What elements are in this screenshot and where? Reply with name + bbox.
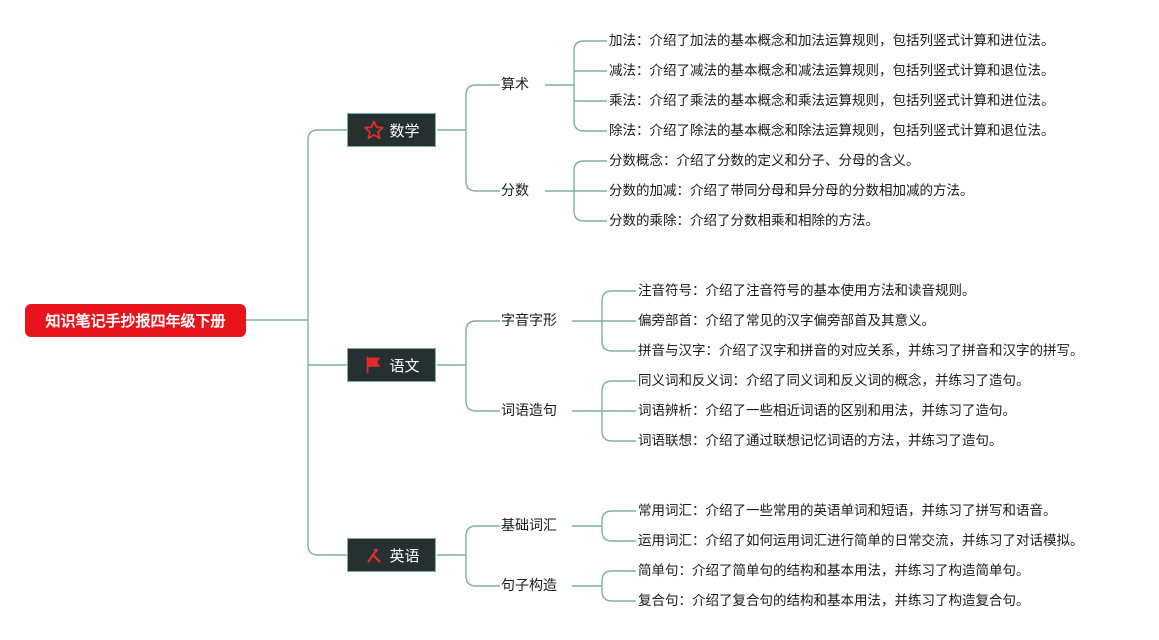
leaf-item[interactable]: 注音符号：介绍了注音符号的基本使用方法和读音规则。 — [638, 283, 976, 299]
topic-arithmetic[interactable]: 算术 — [501, 77, 529, 93]
topic-basic-vocabulary[interactable]: 基础词汇 — [501, 518, 557, 534]
subject-label: 语文 — [389, 356, 420, 375]
leaf-item[interactable]: 分数的加减：介绍了带同分母和异分母的分数相加减的方法。 — [609, 183, 974, 199]
subject-chinese[interactable]: 语文 — [347, 348, 436, 382]
leaf-item[interactable]: 词语联想：介绍了通过联想记忆词语的方法，并练习了造句。 — [638, 433, 1003, 449]
leaf-item[interactable]: 加法：介绍了加法的基本概念和加法运算规则，包括列竖式计算和进位法。 — [609, 33, 1055, 49]
leaf-item[interactable]: 复合句：介绍了复合句的结构和基本用法，并练习了构造复合句。 — [638, 593, 1030, 609]
leaf-item[interactable]: 常用词汇：介绍了一些常用的英语单词和短语，并练习了拼写和语音。 — [638, 503, 1057, 519]
topic-pronunciation-writing[interactable]: 字音字形 — [501, 313, 557, 329]
leaf-item[interactable]: 拼音与汉字：介绍了汉字和拼音的对应关系，并练习了拼音和汉字的拼写。 — [638, 343, 1084, 359]
mindmap-root[interactable]: 知识笔记手抄报四年级下册 — [25, 304, 246, 337]
subject-math[interactable]: 数学 — [347, 113, 436, 147]
topic-fractions[interactable]: 分数 — [501, 183, 529, 199]
leaf-item[interactable]: 乘法：介绍了乘法的基本概念和乘法运算规则，包括列竖式计算和进位法。 — [609, 93, 1055, 109]
star-icon — [364, 120, 385, 140]
leaf-item[interactable]: 同义词和反义词：介绍了同义词和反义词的概念，并练习了造句。 — [638, 373, 1030, 389]
flag-icon — [367, 356, 381, 374]
subject-english[interactable]: 英语 — [347, 538, 436, 572]
subject-label: 英语 — [389, 546, 420, 565]
leaf-item[interactable]: 减法：介绍了减法的基本概念和减法运算规则，包括列竖式计算和退位法。 — [609, 63, 1055, 79]
tools-icon — [367, 548, 382, 563]
leaf-item[interactable]: 分数概念：介绍了分数的定义和分子、分母的含义。 — [609, 153, 920, 169]
leaf-item[interactable]: 词语辨析：介绍了一些相近词语的区别和用法，并练习了造句。 — [638, 403, 1016, 419]
leaf-item[interactable]: 除法：介绍了除法的基本概念和除法运算规则，包括列竖式计算和退位法。 — [609, 123, 1055, 139]
root-label: 知识笔记手抄报四年级下册 — [45, 312, 226, 330]
topic-sentence-structure[interactable]: 句子构造 — [501, 578, 557, 594]
leaf-item[interactable]: 运用词汇：介绍了如何运用词汇进行简单的日常交流，并练习了对话模拟。 — [638, 533, 1084, 549]
leaf-item[interactable]: 简单句：介绍了简单句的结构和基本用法，并练习了构造简单句。 — [638, 563, 1030, 579]
leaf-item[interactable]: 偏旁部首：介绍了常见的汉字偏旁部首及其意义。 — [638, 313, 935, 329]
leaf-item[interactable]: 分数的乘除：介绍了分数相乘和相除的方法。 — [609, 213, 879, 229]
subject-label: 数学 — [389, 121, 420, 140]
topic-words-sentences[interactable]: 词语造句 — [501, 403, 557, 419]
